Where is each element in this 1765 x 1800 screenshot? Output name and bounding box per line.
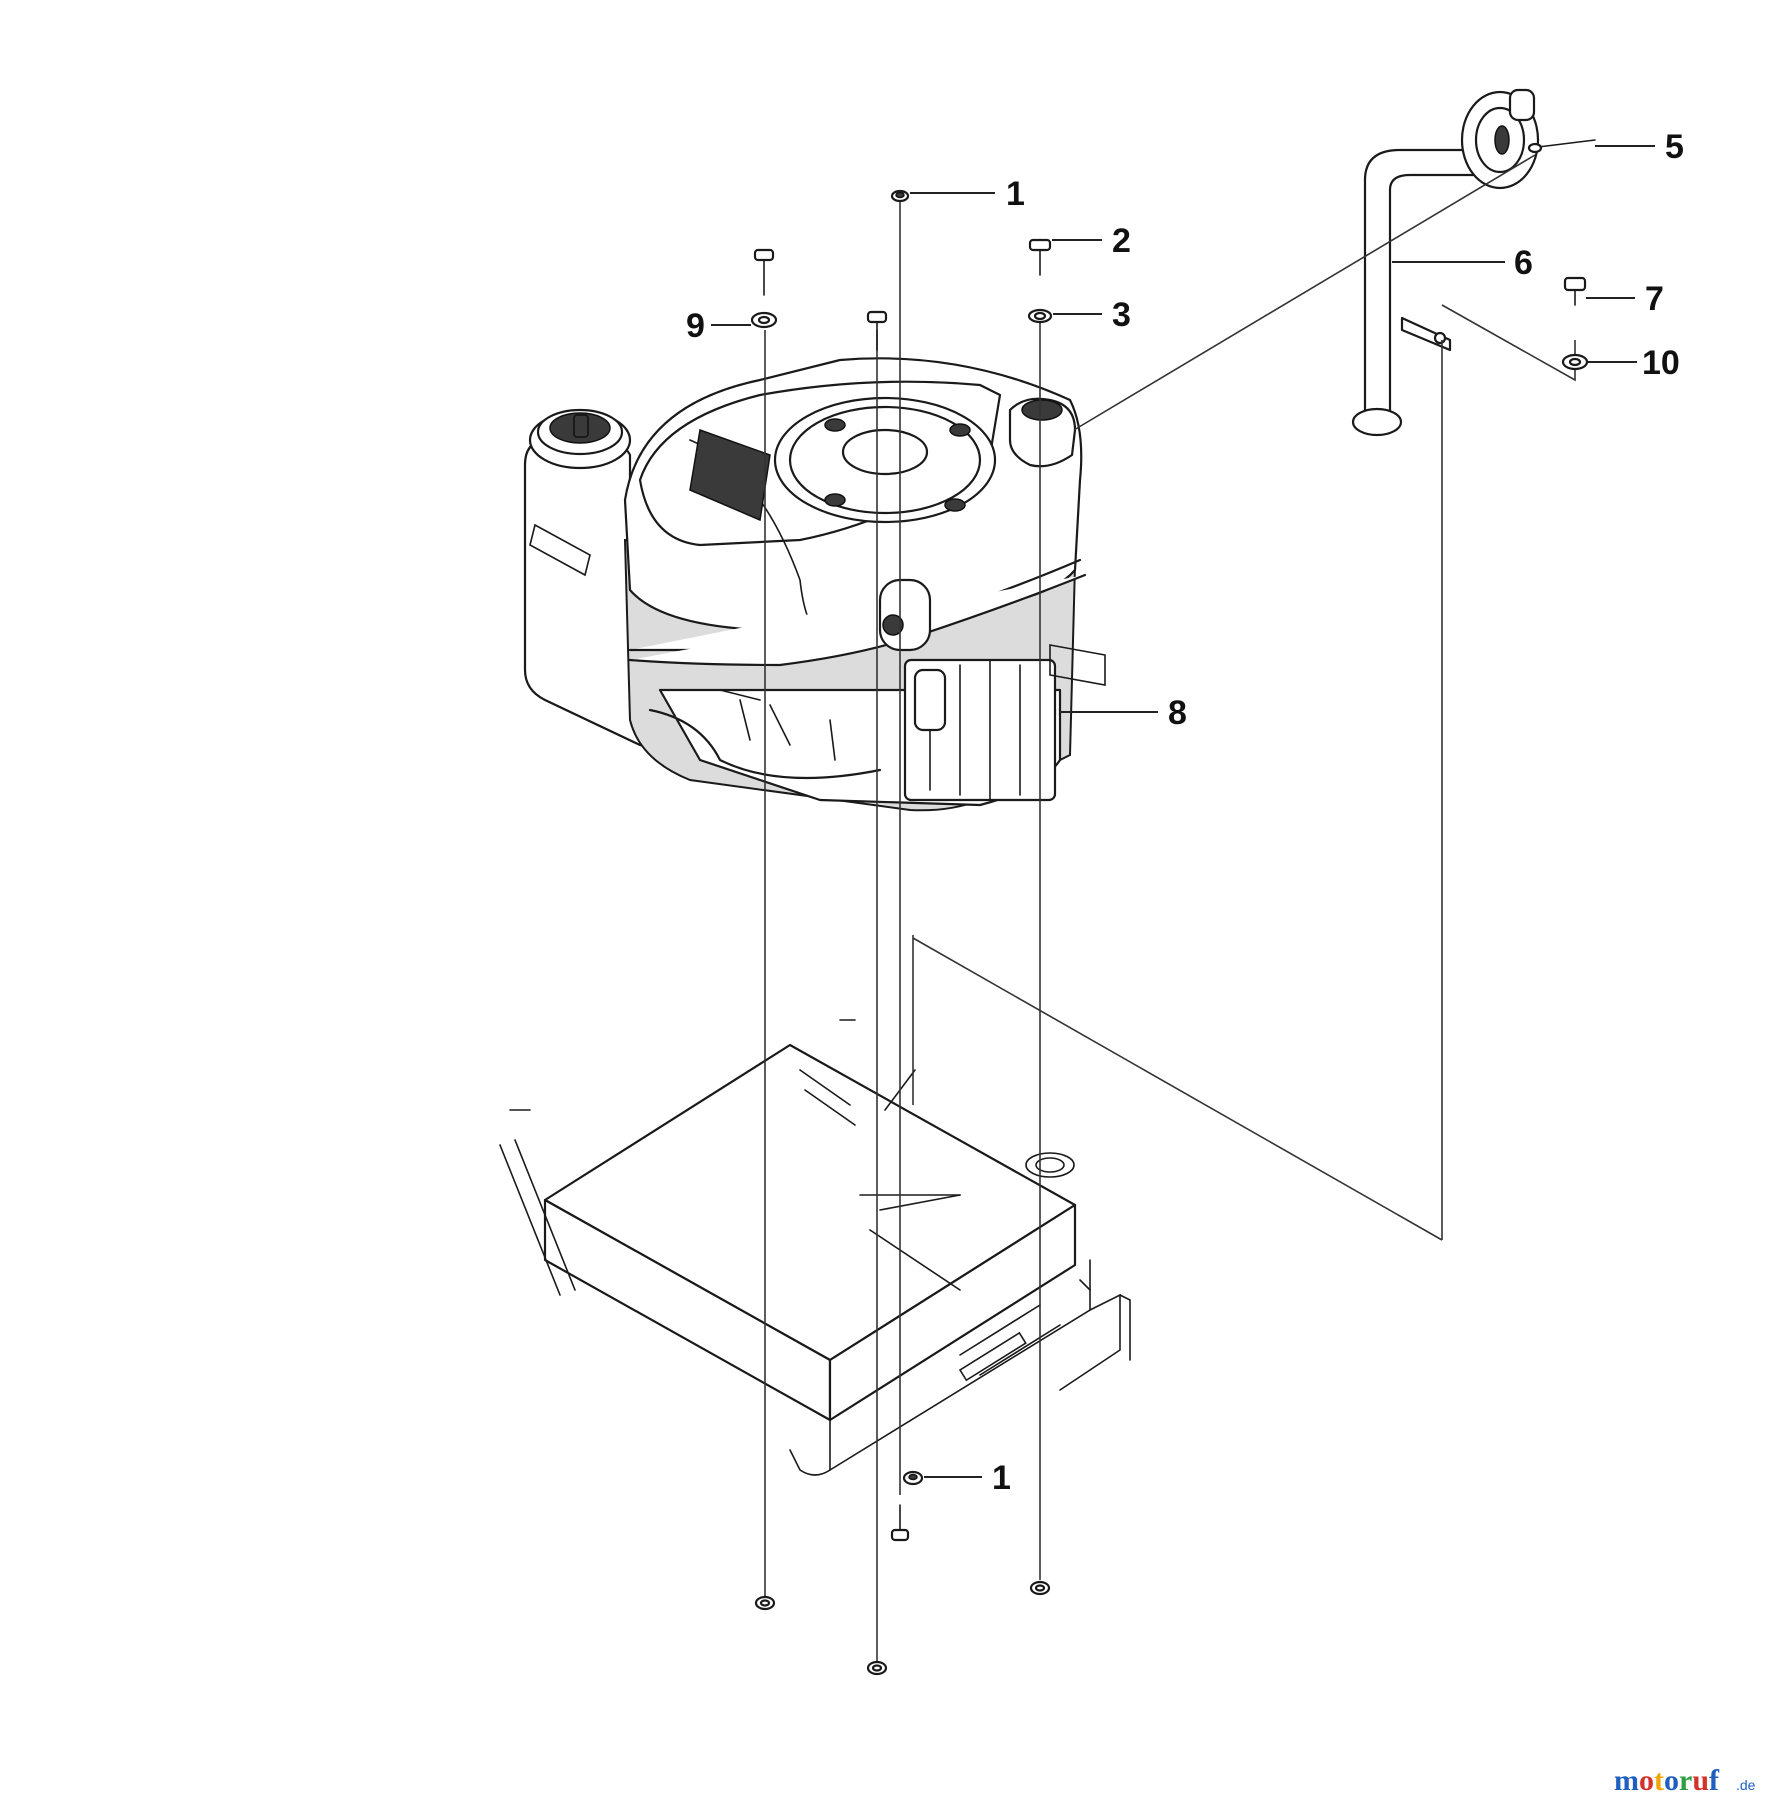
bolt-2 [1028, 238, 1052, 276]
watermark: motoruf .de [1614, 1764, 1756, 1797]
callout-1-bottom: 1 [924, 1459, 1011, 1497]
mounting-frame [499, 1019, 1131, 1476]
callout-label: 1 [1006, 175, 1025, 213]
callout-label: 3 [1112, 296, 1131, 334]
callout-label: 9 [686, 307, 705, 345]
fasteners [750, 139, 1596, 1676]
callout-label: 7 [1645, 280, 1664, 318]
nut-bottom-left [754, 1595, 776, 1611]
bolt-7 [1563, 276, 1587, 306]
watermark-letter: u [1692, 1764, 1709, 1797]
bolt-mid [866, 310, 888, 351]
callout-label: 8 [1168, 694, 1187, 732]
callout-label: 5 [1665, 128, 1684, 166]
washer-9 [750, 311, 778, 329]
callout-5: 5 [1595, 128, 1684, 166]
watermark-suffix: .de [1736, 1777, 1756, 1793]
watermark-letter: o [1639, 1764, 1654, 1797]
watermark-letter: m [1614, 1764, 1639, 1797]
callout-7: 7 [1586, 280, 1664, 318]
explosion-lines [764, 154, 1576, 1665]
callout-8: 8 [1060, 694, 1187, 732]
washer-10 [1561, 353, 1589, 371]
engine [623, 357, 1106, 812]
callouts: 1 2 3 5 6 7 8 9 [686, 128, 1684, 1497]
nut-bottom-right [1029, 1580, 1051, 1596]
dipstick-5 [1527, 139, 1596, 154]
callout-label: 10 [1642, 344, 1680, 382]
callout-10: 10 [1588, 344, 1680, 382]
watermark-letter: t [1654, 1764, 1664, 1797]
watermark-letter: f [1709, 1764, 1720, 1797]
callout-1-top: 1 [910, 175, 1025, 213]
dipstick-tube [1351, 88, 1540, 437]
bolt-bottom [890, 1504, 910, 1542]
callout-2: 2 [1052, 222, 1131, 260]
callout-6: 6 [1392, 244, 1533, 282]
washer-3 [1027, 308, 1053, 324]
watermark-letter: r [1679, 1764, 1692, 1797]
bolt-9-top [753, 248, 775, 296]
callout-3: 3 [1053, 296, 1131, 334]
nut-bottom-center [866, 1660, 888, 1676]
callout-label: 2 [1112, 222, 1131, 260]
watermark-text: motoruf [1614, 1764, 1720, 1797]
nut-1-bottom [902, 1470, 924, 1486]
callout-9: 9 [686, 307, 751, 345]
callout-label: 1 [992, 1459, 1011, 1497]
callout-label: 6 [1514, 244, 1533, 282]
nut-1-top [890, 189, 910, 203]
watermark-letter: o [1664, 1764, 1679, 1797]
